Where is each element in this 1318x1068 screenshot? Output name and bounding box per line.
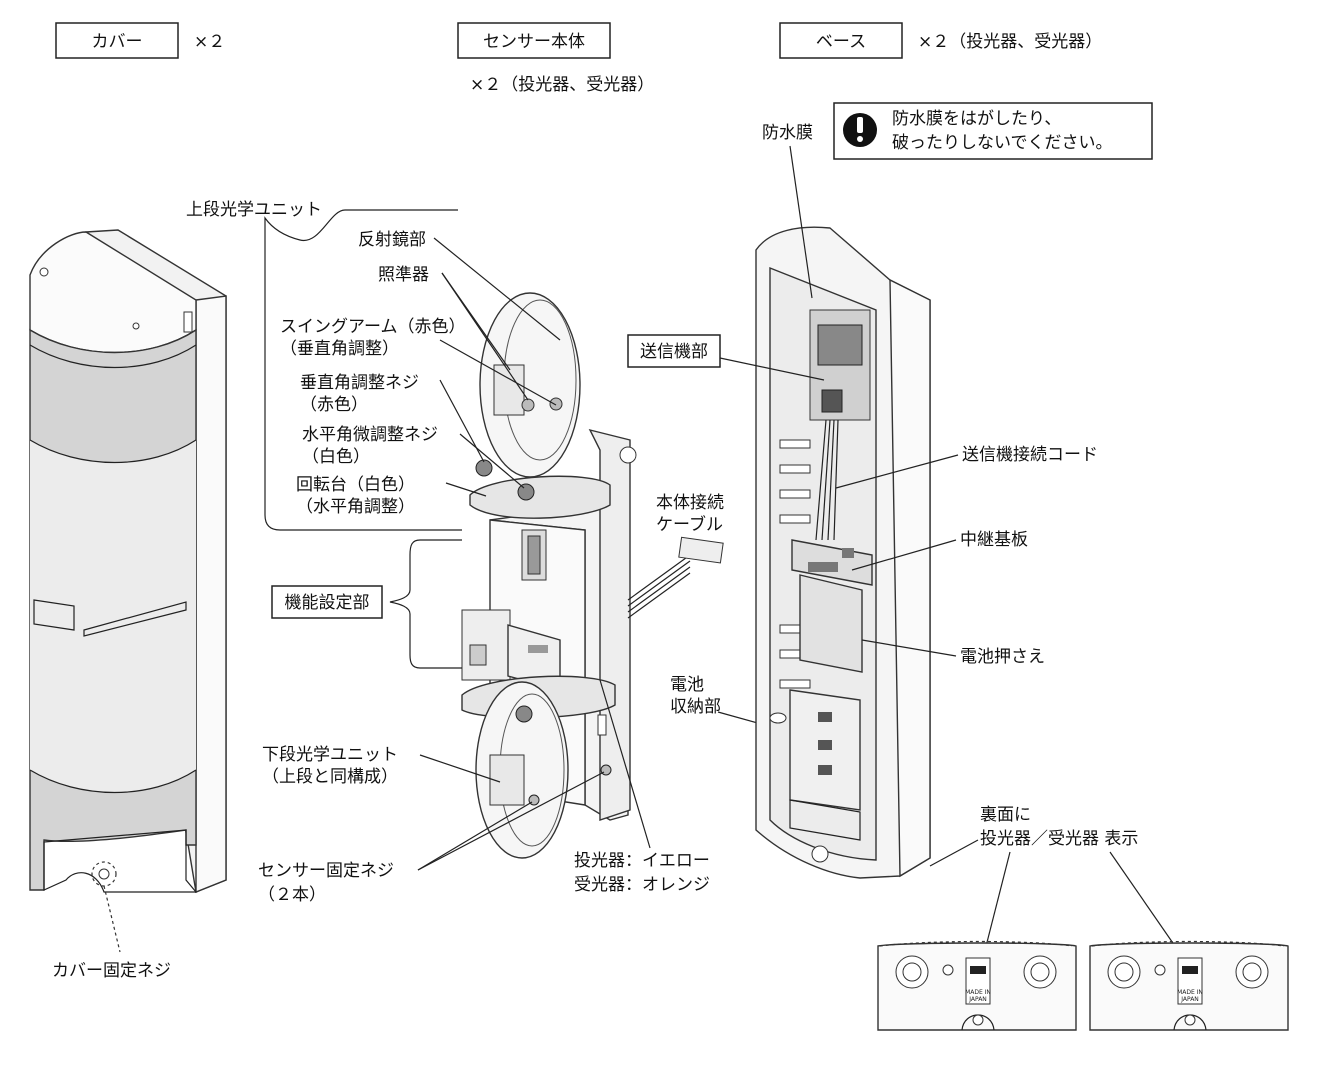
horizontal-fine-screw-icon bbox=[517, 483, 535, 501]
sensor-label-box bbox=[457, 22, 611, 59]
function-setting-box bbox=[271, 585, 383, 619]
battery-holder-label: 電池押さえ bbox=[960, 647, 1045, 667]
made-in-right-2: JAPAN bbox=[1180, 996, 1199, 1003]
cover-top-hole bbox=[39, 267, 49, 277]
membrane-label: 防水膜 bbox=[762, 123, 813, 143]
base-label: ベース bbox=[816, 32, 866, 52]
battery-label-1: 電池 bbox=[670, 675, 704, 695]
transmitter-cord-label: 送信機接続コード bbox=[962, 445, 1098, 465]
made-in-right-1: MADE IN bbox=[1177, 989, 1203, 996]
base-illustration: 防水膜 防水膜をはがしたり、 破ったりしないでください。 送信機部 送信機接続コ… bbox=[627, 102, 1187, 963]
vertical-adjust-screw-icon bbox=[475, 459, 493, 477]
swing-arm-label-1: スイングアーム（赤色） bbox=[280, 317, 465, 337]
cable-label-1: 本体接続 bbox=[656, 493, 724, 513]
sensor-illustration: 上段光学ユニット bbox=[186, 200, 791, 905]
upper-unit-label: 上段光学ユニット bbox=[186, 200, 322, 220]
turntable-label-2: （水平角調整） bbox=[296, 497, 415, 517]
color-label-2: 受光器：オレンジ bbox=[574, 875, 710, 895]
function-setting-label: 機能設定部 bbox=[285, 593, 370, 613]
reflector-label: 反射鏡部 bbox=[358, 230, 426, 250]
turntable-label-1: 回転台（白色） bbox=[296, 475, 415, 495]
cover-fix-screw-icon bbox=[98, 868, 110, 880]
cable-label-2: ケーブル bbox=[656, 514, 723, 535]
horizontal-screw-label-2: （白色） bbox=[302, 447, 370, 467]
fix-screw-label-2: （２本） bbox=[258, 885, 326, 905]
back-label-1: 裏面に bbox=[980, 804, 1031, 825]
vertical-screw-label-1: 垂直角調整ネジ bbox=[300, 373, 419, 393]
battery-label-2: 収納部 bbox=[670, 697, 721, 717]
cover-label: カバー bbox=[92, 32, 143, 52]
relay-board-label: 中継基板 bbox=[960, 530, 1028, 550]
sensor-label: センサー本体 bbox=[483, 32, 585, 52]
base-quantity: ×２（投光器、受光器） bbox=[918, 32, 1102, 52]
transmitter-label: 送信機部 bbox=[640, 342, 708, 362]
sensor-fix-screw-2-icon bbox=[600, 764, 612, 776]
swing-arm-label-2: （垂直角調整） bbox=[280, 339, 399, 359]
lower-unit-label-2: （上段と同構成） bbox=[262, 767, 398, 787]
bottom-view-right: MADE IN JAPAN bbox=[1089, 940, 1289, 1031]
transmitter-label-box bbox=[627, 334, 721, 368]
back-label-2: 投光器／受光器 表示 bbox=[980, 829, 1138, 849]
cover-fix-screw-label: カバー固定ネジ bbox=[52, 961, 171, 981]
warning-text-2: 破ったりしないでください。 bbox=[892, 133, 1113, 153]
sight-label: 照準器 bbox=[378, 265, 429, 285]
bottom-view-left: MADE IN JAPAN bbox=[877, 940, 1077, 1031]
cable-connector bbox=[678, 536, 724, 564]
cover-illustration: カバー固定ネジ bbox=[29, 229, 227, 981]
warning-text-1: 防水膜をはがしたり、 bbox=[892, 109, 1061, 129]
exclamation-circle-icon bbox=[843, 113, 877, 147]
color-label-1: 投光器：イエロー bbox=[574, 851, 710, 871]
base-label-box bbox=[779, 22, 903, 59]
lower-adjust-screw-icon bbox=[515, 705, 533, 723]
horizontal-screw-label-1: 水平角微調整ネジ bbox=[302, 425, 438, 445]
battery-holder bbox=[799, 574, 863, 673]
made-in-left-2: JAPAN bbox=[968, 996, 987, 1003]
fix-screw-label-1: センサー固定ネジ bbox=[258, 861, 394, 881]
sensor-quantity: ×２（投光器、受光器） bbox=[470, 75, 654, 95]
made-in-left-1: MADE IN bbox=[965, 989, 991, 996]
header: カバー ×２ センサー本体 ×２（投光器、受光器） ベース ×２（投光器、受光器… bbox=[55, 22, 1102, 95]
cover-quantity: ×２ bbox=[194, 32, 225, 52]
cover-label-box bbox=[55, 22, 179, 59]
lower-unit-label-1: 下段光学ユニット bbox=[262, 745, 398, 765]
vertical-screw-label-2: （赤色） bbox=[300, 395, 368, 415]
warning-box bbox=[833, 102, 1153, 160]
